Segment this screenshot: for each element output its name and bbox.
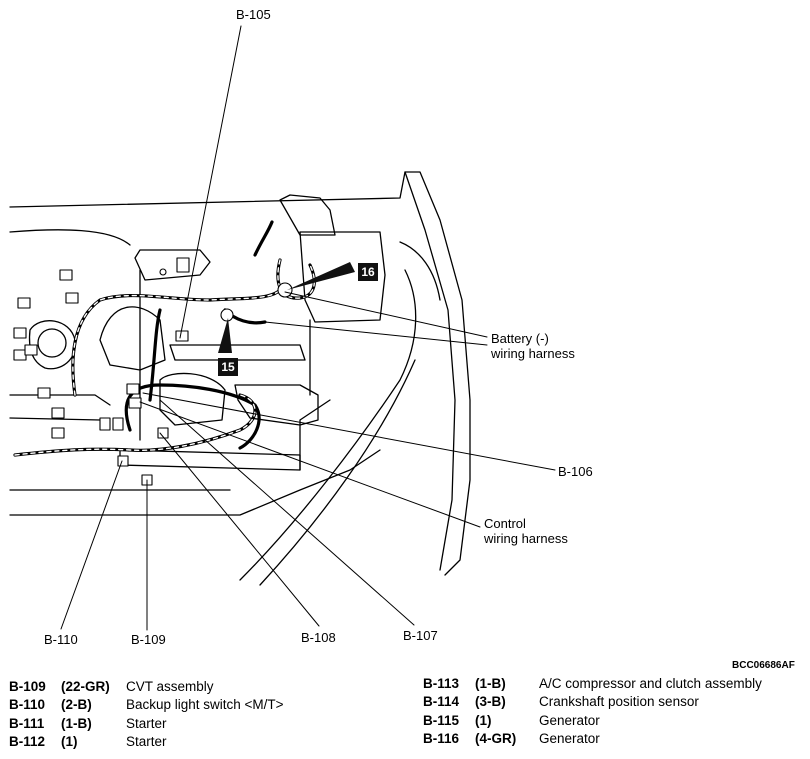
legend-component: CVT assembly <box>126 679 214 694</box>
legend-row: B-114 (3-B) Crankshaft position sensor <box>423 694 803 712</box>
legend-connector: (1) <box>61 733 78 749</box>
legend-code: B-111 <box>9 715 45 731</box>
legend-row: B-115 (1) Generator <box>423 713 803 731</box>
legend-code: B-115 <box>423 712 460 728</box>
legend-code: B-109 <box>9 679 46 694</box>
callout-b109: B-109 <box>131 632 166 647</box>
legend-row: B-109 (22-GR) CVT assembly <box>9 679 389 697</box>
badge-15: 15 <box>218 358 238 376</box>
legend-component: Backup light switch <M/T> <box>126 697 284 713</box>
legend-code: B-116 <box>423 730 460 746</box>
legend-code: B-114 <box>423 694 460 710</box>
wiring-harness <box>13 220 316 457</box>
legend-code: B-113 <box>423 676 460 691</box>
legend-left: B-109 (22-GR) CVT assembly B-110 (2-B) B… <box>9 679 389 752</box>
legend-connector: (22-GR) <box>61 679 110 694</box>
callout-b108: B-108 <box>301 630 336 645</box>
callout-battery-harness-line1: Battery (-) <box>491 331 549 346</box>
legend-connector: (1-B) <box>61 715 92 731</box>
callout-battery-harness-line2: wiring harness <box>491 346 575 361</box>
badge-15-pointer <box>218 318 232 353</box>
legend-connector: (4-GR) <box>475 730 517 746</box>
legend-component: Starter <box>126 715 167 731</box>
legend-component: A/C compressor and clutch assembly <box>539 676 762 691</box>
legend-row: B-110 (2-B) Backup light switch <M/T> <box>9 697 389 715</box>
legend-row: B-112 (1) Starter <box>9 734 389 752</box>
legend-component: Generator <box>539 712 600 728</box>
badge-16: 16 <box>358 263 378 281</box>
legend-component: Generator <box>539 730 600 746</box>
callout-b107: B-107 <box>403 628 438 643</box>
legend-connector: (2-B) <box>61 697 92 713</box>
figure-code: BCC06686AF <box>732 660 795 671</box>
legend-component: Starter <box>126 733 167 749</box>
legend-connector: (1-B) <box>475 676 506 691</box>
callout-control-harness-line2: wiring harness <box>484 531 568 546</box>
callout-control-harness-line1: Control <box>484 516 526 531</box>
badge-16-pointer <box>287 262 355 290</box>
legend-code: B-112 <box>9 733 46 749</box>
connector-icons <box>13 257 293 486</box>
legend-row: B-111 (1-B) Starter <box>9 716 389 734</box>
leader-lines <box>60 25 556 631</box>
legend-row: B-116 (4-GR) Generator <box>423 731 803 749</box>
callout-b105: B-105 <box>236 7 271 22</box>
engine-components <box>9 194 386 471</box>
legend-code: B-110 <box>9 697 46 713</box>
legend-component: Crankshaft position sensor <box>539 694 699 710</box>
callout-b106: B-106 <box>558 464 593 479</box>
legend-right: B-113 (1-B) A/C compressor and clutch as… <box>423 676 803 749</box>
legend-row: B-113 (1-B) A/C compressor and clutch as… <box>423 676 803 694</box>
legend-connector: (1) <box>475 712 492 728</box>
vehicle-body-outline <box>9 171 471 586</box>
callout-b110: B-110 <box>44 632 78 647</box>
legend-connector: (3-B) <box>475 694 506 710</box>
wiring-harness-dashes <box>14 259 316 456</box>
